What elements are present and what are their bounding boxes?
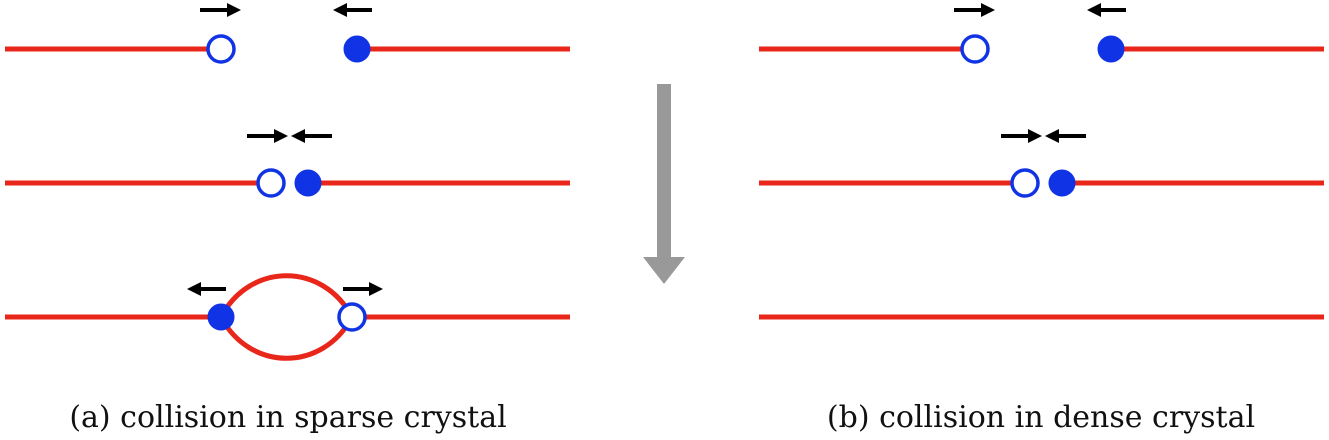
filled-particle: [207, 303, 235, 331]
panel-a: (a) collision in sparse crystal: [5, 3, 570, 435]
right-arrow-icon: [247, 129, 288, 143]
filled-particle: [343, 35, 371, 63]
open-particle: [206, 34, 236, 64]
left-arrow-icon: [1045, 129, 1086, 143]
caption-b: (b) collision in dense crystal: [827, 400, 1255, 435]
filled-particle: [1097, 35, 1125, 63]
string-loop-upper: [218, 273, 355, 319]
panel-a-row-1: [5, 3, 570, 64]
right-arrow-icon: [1001, 129, 1042, 143]
open-particle: [1010, 168, 1040, 198]
filled-particle: [294, 169, 322, 197]
down-arrow-icon: [643, 84, 685, 284]
open-particle: [256, 168, 286, 198]
panel-b-row-1: [759, 3, 1324, 64]
panel-b-row-2: [759, 129, 1324, 198]
left-arrow-icon: [187, 282, 226, 296]
right-arrow-icon: [200, 3, 241, 17]
filled-particle: [1048, 169, 1076, 197]
panel-a-row-2: [5, 129, 570, 198]
left-arrow-icon: [1087, 3, 1126, 17]
string-loop-lower: [218, 315, 355, 361]
open-particle: [337, 302, 367, 332]
flow-arrow-shaft: [657, 84, 671, 258]
panel-a-row-3: [5, 273, 570, 361]
open-particle: [960, 34, 990, 64]
left-arrow-icon: [291, 129, 332, 143]
caption-a: (a) collision in sparse crystal: [69, 400, 506, 435]
panel-b: (b) collision in dense crystal: [759, 3, 1324, 435]
flow-arrow-head: [643, 257, 685, 284]
left-arrow-icon: [333, 3, 372, 17]
right-arrow-icon: [954, 3, 995, 17]
right-arrow-icon: [343, 282, 383, 296]
